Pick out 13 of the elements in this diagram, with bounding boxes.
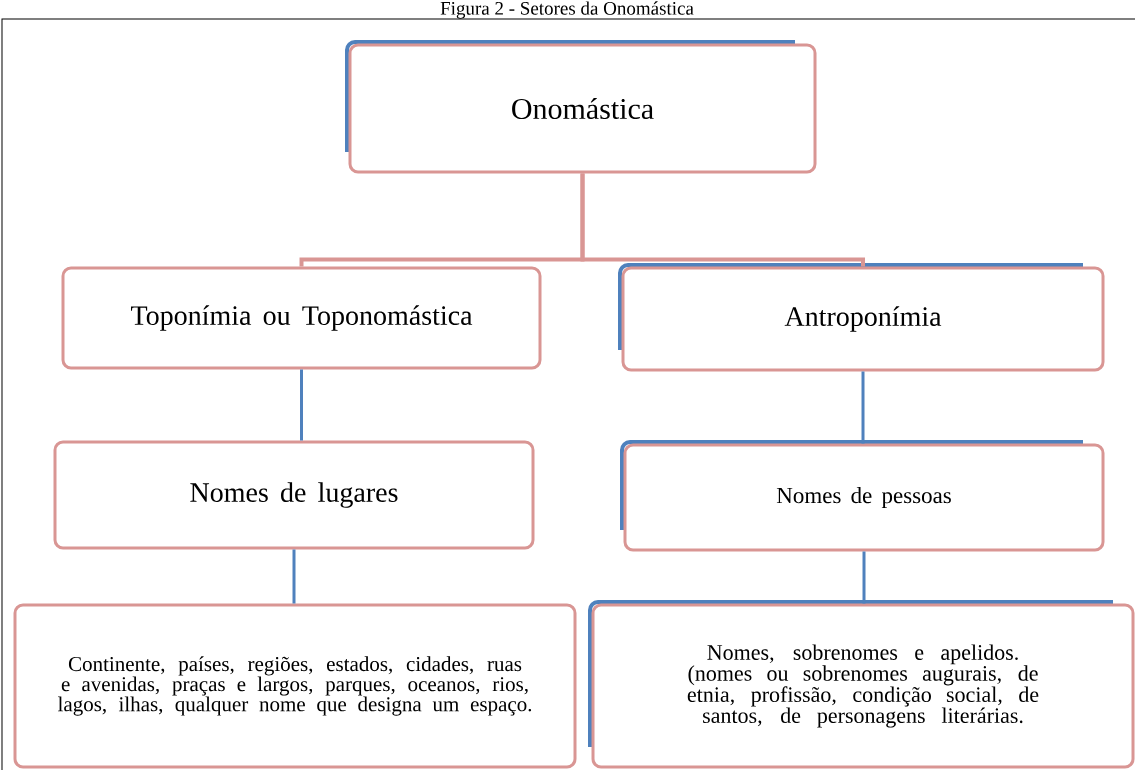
- connector-line: [862, 551, 866, 604]
- text-box: Toponímia ou Toponomástica: [61, 266, 542, 370]
- connector-line: [861, 371, 865, 444]
- text-box: Nomes, sobrenomes e apelidos. (nomes ou sobrenomes augurais, de etnia, profissão, condição social, de santos, de personagens literárias.: [588, 600, 1135, 769]
- text-box: Onomástica: [345, 40, 817, 174]
- title: Figura 2 - Setores da Onomástica: [440, 1, 694, 19]
- text-box: Continente, países, regiões, estados, cidades, ruas e avenidas, praças e largos, parques, oceanos, rios, lagos, ilhas, qualquer nome que designa um espaço.: [13, 603, 577, 769]
- text-box: Antroponímia: [618, 263, 1105, 372]
- connector-line: [580, 173, 865, 267]
- text-box: Nomes de pessoas: [620, 440, 1105, 552]
- connector-line: [300, 369, 303, 441]
- text-box: Nomes de lugares: [53, 440, 535, 550]
- connector-line: [292, 549, 296, 604]
